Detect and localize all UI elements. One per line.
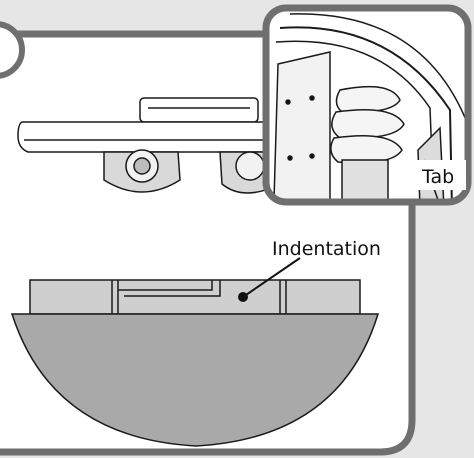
detail-inset: [262, 4, 472, 206]
bulb-socket-left: [103, 149, 181, 193]
step-badge: [0, 21, 25, 79]
tab-label-box: [414, 160, 466, 190]
fixture-base: [17, 97, 291, 153]
cover-housing: [29, 279, 361, 315]
coiled-bulb: [330, 85, 405, 202]
tab-label: Tab: [421, 166, 454, 188]
indentation-label: Indentation: [272, 238, 381, 260]
indentation-leader-line: [242, 257, 301, 298]
glass-cover-dome: [10, 313, 380, 447]
